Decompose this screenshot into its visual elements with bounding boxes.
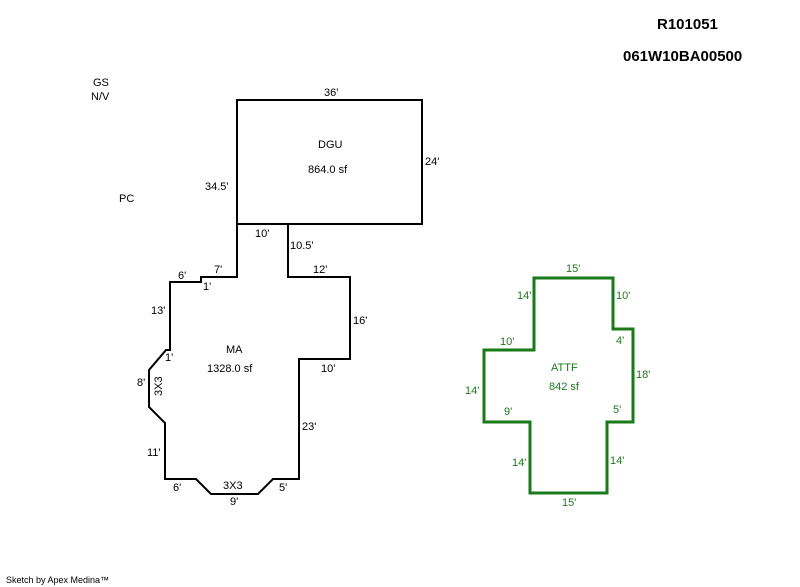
- attf-dim: 14': [512, 457, 527, 469]
- attf-name: ATTF: [551, 362, 578, 374]
- note-gs: GS: [93, 77, 109, 89]
- attf-dim: 14': [465, 385, 480, 397]
- ma-dim: 16': [353, 315, 368, 327]
- ma-dim: 10': [321, 363, 336, 375]
- footer-credit: Sketch by Apex Medina™: [6, 575, 110, 585]
- ma-dim: 6': [178, 270, 187, 282]
- attf-dim: 15': [562, 497, 577, 509]
- dgu-name: DGU: [318, 139, 343, 151]
- ma-dim: 7': [214, 264, 223, 276]
- attf-dim: 9': [504, 406, 513, 418]
- ma-dim: 13': [151, 305, 166, 317]
- attf-dim: 14': [517, 290, 532, 302]
- ma-dim: 3X3: [153, 376, 165, 396]
- ma-dim: 23': [302, 421, 317, 433]
- dgu-dim-left: 34.5': [205, 181, 229, 193]
- record-id: R101051: [657, 16, 718, 33]
- dgu-outline: [236, 99, 423, 225]
- note-pc: PC: [119, 193, 135, 205]
- attf-dim: 15': [566, 263, 581, 275]
- dgu-dim-top: 36': [324, 87, 339, 99]
- ma-name: MA: [226, 344, 243, 356]
- dgu-dim-right: 24': [425, 156, 440, 168]
- parcel-id: 061W10BA00500: [623, 48, 743, 65]
- note-nv: N/V: [91, 91, 110, 103]
- attf-dim: 5': [613, 404, 622, 416]
- dgu-area: 864.0 sf: [308, 164, 348, 176]
- attf-area: 842 sf: [549, 381, 579, 393]
- attf-dim: 4': [616, 335, 625, 347]
- ma-dim: 5': [279, 482, 288, 494]
- ma-dim: 3X3: [223, 480, 243, 492]
- attf-outline: [482, 276, 635, 495]
- attf-dim: 18': [636, 369, 651, 381]
- ma-dim: 12': [313, 264, 328, 276]
- ma-dim: 1': [165, 352, 174, 364]
- ma-outline: [148, 224, 351, 495]
- attf-dim: 10': [500, 336, 515, 348]
- dgu-dim-bottom: 10': [255, 228, 270, 240]
- ma-dim: 6': [173, 482, 182, 494]
- ma-area: 1328.0 sf: [207, 363, 253, 375]
- ma-dim: 8': [137, 377, 146, 389]
- attf-dim: 10': [616, 290, 631, 302]
- ma-dim: 1': [203, 281, 212, 293]
- attf-dim: 14': [610, 455, 625, 467]
- dgu-dim-inner: 10.5': [290, 240, 314, 252]
- ma-dim: 9': [230, 496, 239, 508]
- ma-dim: 11': [147, 447, 161, 459]
